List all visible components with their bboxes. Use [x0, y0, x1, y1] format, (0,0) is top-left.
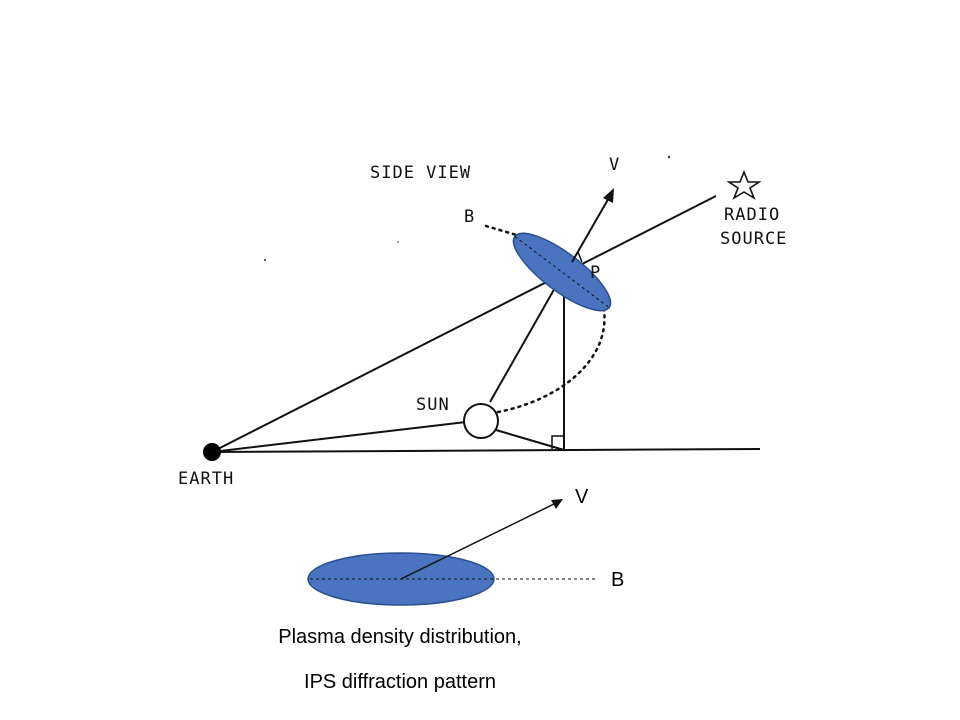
field-line-upper — [484, 224, 522, 238]
caption-line-1: Plasma density distribution, — [278, 626, 522, 648]
earth-sun-line — [211, 421, 467, 453]
radio-source-label-line1: RADIO — [724, 205, 780, 225]
right-angle-marker — [551, 435, 564, 449]
plasma-cloud-side — [512, 232, 612, 312]
plasma-axis-side — [514, 236, 610, 308]
radio-source-label-line2: SOURCE — [720, 229, 787, 249]
sun-circle — [463, 403, 499, 439]
sun-label: SUN — [416, 395, 450, 415]
scan-speck — [397, 241, 399, 243]
scan-speck — [264, 259, 266, 261]
scan-speck — [667, 155, 671, 159]
field-label-bottom: B — [611, 569, 624, 591]
velocity-arrowhead-side — [603, 188, 614, 203]
velocity-arrowhead-front — [551, 499, 563, 509]
point-p-label: P — [590, 263, 601, 283]
sun-p-line — [489, 278, 561, 403]
side-view-label: SIDE VIEW — [370, 163, 471, 183]
velocity-label-top: V — [609, 155, 620, 175]
spiral-field-line — [496, 308, 606, 414]
velocity-arrow-front — [400, 502, 557, 580]
angle-tick — [571, 250, 583, 263]
earth-circle — [203, 443, 221, 461]
sun-foot-line — [495, 429, 565, 451]
caption-line-2: IPS diffraction pattern — [304, 671, 496, 693]
earth-label: EARTH — [178, 469, 234, 489]
baseline — [211, 448, 761, 453]
line-of-sight — [211, 195, 717, 453]
radio-source-star-icon — [726, 169, 762, 200]
field-label-top: B — [464, 207, 475, 227]
velocity-label-bottom: V — [575, 486, 589, 508]
